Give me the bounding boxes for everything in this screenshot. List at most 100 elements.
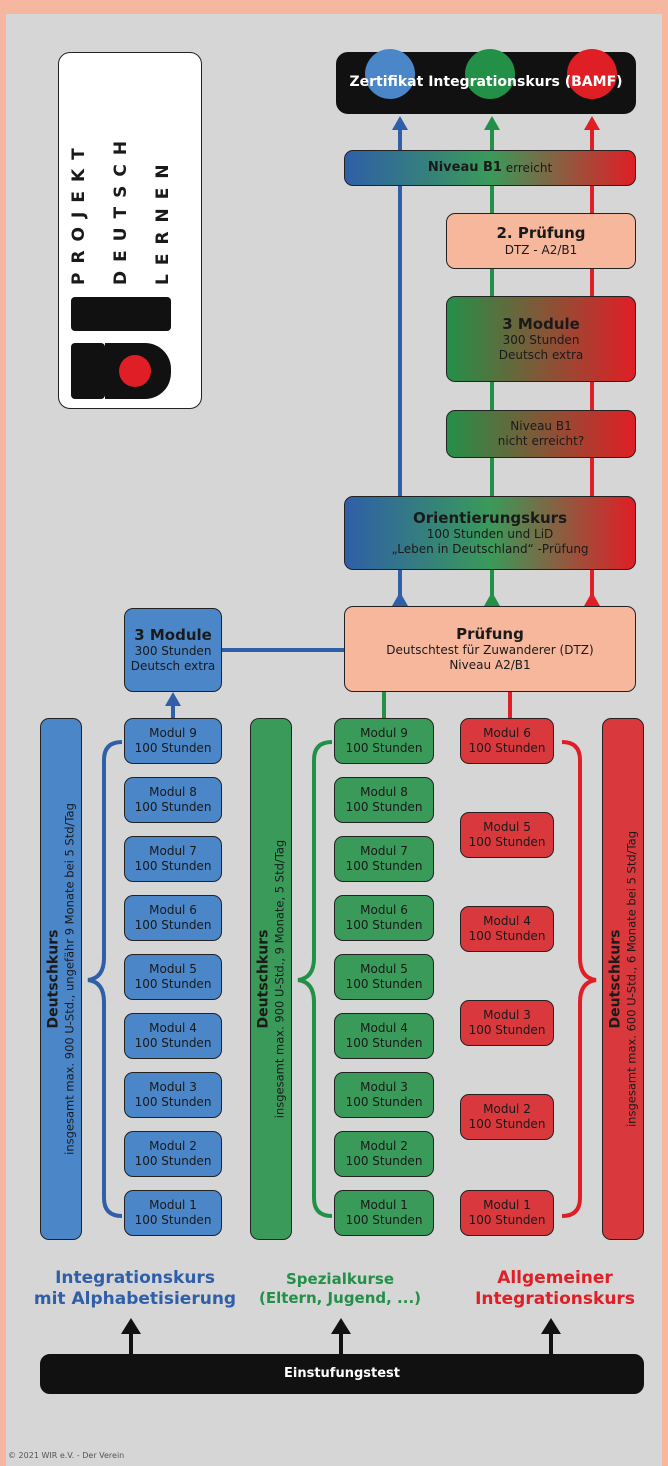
orientation-course-title: Orientierungskurs [412,508,568,527]
module-name: Modul 4 [149,1021,197,1035]
logo-text-deutsch: DEUTSCH [111,131,131,285]
b1-not-reached-box: Niveau B1 nicht erreicht? [446,410,636,458]
module-hours: 100 Stunden [345,1036,423,1050]
logo-text-projekt: PROJEKT [69,139,89,285]
course-label-red-line2: Integrationskurs [475,1289,635,1310]
module-name: Modul 9 [149,726,197,740]
side-label-blue-sub: insgesamt max. 900 U-Std., ungefähr 9 Mo… [62,803,77,1155]
course-label-blue-line1: Integrationskurs [55,1268,215,1288]
module-name: Modul 6 [483,726,531,740]
dtz-exam-name: Deutschtest für Zuwanderer (DTZ) [386,643,594,658]
second-exam-title: 2. Prüfung [496,224,586,243]
module-hours: 100 Stunden [345,741,423,755]
module-name: Modul 7 [149,844,197,858]
course-label-red: Allgemeiner Integrationskurs [460,1268,650,1311]
course-label-green-line2: (Eltern, Jugend, ...) [258,1288,422,1307]
b1-reached-box: Niveau B1 erreicht [344,150,636,186]
course-label-green-line1: Spezialkurse [285,1270,394,1288]
module-hours: 100 Stunden [468,1023,546,1037]
dtz-exam-box: Prüfung Deutschtest für Zuwanderer (DTZ)… [344,606,636,692]
module-hours: 100 Stunden [134,1095,212,1109]
b1-reached-title: Niveau B1 [427,159,502,175]
module-name: Modul 5 [483,820,531,834]
green-dot [465,49,515,99]
module-hours: 100 Stunden [134,977,212,991]
extra-modules-left-box: 3 Module 300 Stunden Deutsch extra [124,608,222,692]
module-name: Modul 9 [360,726,408,740]
placement-test-bar: Einstufungstest [40,1354,644,1394]
module-name: Modul 3 [149,1080,197,1094]
module-name: Modul 6 [149,903,197,917]
module-hours: 100 Stunden [134,918,212,932]
module-name: Modul 1 [483,1198,531,1212]
logo-panel: PROJEKT DEUTSCH LERNEN [58,52,202,409]
logo-text-lernen: LERNEN [153,155,173,285]
module-hours: 100 Stunden [345,859,423,873]
second-exam-box: 2. Prüfung DTZ - A2/B1 [446,213,636,269]
side-label-red-sub: insgesamt max. 600 U-Std., 6 Monate bei … [624,830,639,1128]
orientation-course-hours: 100 Stunden und LiD [426,527,554,542]
copyright-text: © 2021 WIR e.V. - Der Verein [8,1451,125,1460]
module-hours: 100 Stunden [134,1036,212,1050]
extra-modules-left-hours: 300 Stunden [134,644,212,659]
module-name: Modul 2 [483,1102,531,1116]
orientation-course-test: „Leben in Deutschland“ -Prüfung [391,542,589,557]
module-name: Modul 5 [149,962,197,976]
placement-test-label: Einstufungstest [284,1365,400,1381]
module-name: Modul 3 [360,1080,408,1094]
red-dot [567,49,617,99]
module-hours: 100 Stunden [468,741,546,755]
module-name: Modul 1 [149,1198,197,1212]
module-name: Modul 7 [360,844,408,858]
b1-reached-rest: erreicht [505,160,553,175]
module-name: Modul 8 [360,785,408,799]
module-name: Modul 2 [149,1139,197,1153]
module-name: Modul 6 [360,903,408,917]
side-label-blue-title: Deutschkurs [45,929,62,1029]
module-hours: 100 Stunden [134,741,212,755]
module-hours: 100 Stunden [134,1213,212,1227]
module-name: Modul 4 [360,1021,408,1035]
extra-modules-right-box: 3 Module 300 Stunden Deutsch extra [446,296,636,382]
module-name: Modul 1 [360,1198,408,1212]
module-hours: 100 Stunden [345,1095,423,1109]
module-hours: 100 Stunden [345,800,423,814]
course-label-blue-line2: mit Alphabetisierung [33,1289,237,1310]
certificate-text: Zertifikat Integrationskurs (BAMF) [349,74,623,91]
module-name: Modul 5 [360,962,408,976]
side-label-red-title: Deutschkurs [607,929,624,1029]
module-name: Modul 3 [483,1008,531,1022]
dtz-exam-title: Prüfung [456,624,524,643]
extra-modules-left-title: 3 Module [134,625,212,644]
b1-not-reached-line2: nicht erreicht? [497,434,585,448]
extra-modules-right-desc: Deutsch extra [498,348,584,363]
side-label-green-title: Deutschkurs [255,929,272,1029]
blue-dot [365,49,415,99]
module-name: Modul 4 [483,914,531,928]
module-hours: 100 Stunden [468,1213,546,1227]
b1-not-reached-line1: Niveau B1 [510,419,572,433]
extra-modules-left-desc: Deutsch extra [130,659,216,674]
module-hours: 100 Stunden [134,800,212,814]
course-label-green: Spezialkurse (Eltern, Jugend, ...) [240,1270,440,1308]
module-hours: 100 Stunden [345,977,423,991]
